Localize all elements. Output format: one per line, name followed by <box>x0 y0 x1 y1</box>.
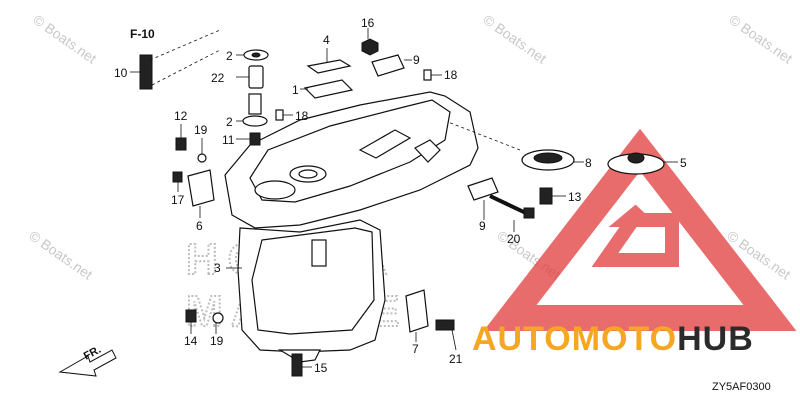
boats-watermark-3: © Boats.net <box>726 11 795 66</box>
callout-1: 1 <box>292 83 299 97</box>
svg-text:AUTOMOTOHUB: AUTOMOTOHUB <box>472 320 754 358</box>
part-20-bolt <box>489 194 535 232</box>
callout-5: 5 <box>680 156 687 170</box>
part-1-plate <box>300 79 354 99</box>
boats-watermark-1: © Boats.net <box>30 11 99 66</box>
callout-14: 14 <box>184 334 198 348</box>
callout-22: 22 <box>211 71 225 85</box>
front-arrow: FR. <box>58 344 117 377</box>
reference-f10: F-10 <box>130 27 155 41</box>
gear-case-housing <box>224 91 479 363</box>
part-8-trim-ring <box>447 121 584 171</box>
part-22-spacer <box>236 65 264 89</box>
callout-16: 16 <box>361 16 375 30</box>
part-9-block-top <box>371 54 412 77</box>
callout-13: 13 <box>568 190 582 204</box>
callout-18a: 18 <box>444 68 458 82</box>
part-4-gasket <box>306 48 352 74</box>
part-12-bolt <box>175 124 187 151</box>
part-19-washer-lower <box>212 312 224 334</box>
brand-hub: HUB <box>677 320 754 358</box>
part-5-cap <box>607 152 678 175</box>
part-2-sleeve <box>236 93 268 127</box>
part-21-bolt <box>435 319 457 351</box>
callout-7: 7 <box>412 342 419 356</box>
callout-20: 20 <box>507 232 521 246</box>
callout-18b: 18 <box>295 109 309 123</box>
callout-12: 12 <box>174 109 188 123</box>
part-11-bolt <box>236 132 261 146</box>
callout-2a: 2 <box>226 49 233 63</box>
callout-6: 6 <box>196 219 203 233</box>
part-13-grease-nipple <box>539 187 566 205</box>
callout-11: 11 <box>222 133 235 147</box>
part-9-block-lower <box>467 177 499 220</box>
boats-watermark-4: © Boats.net <box>26 227 95 282</box>
boats-watermark-2: © Boats.net <box>480 11 549 66</box>
part-17-anode-nut <box>172 171 183 192</box>
callout-10: 10 <box>114 66 128 80</box>
automotohub-logo: AUTOMOTOHUB <box>472 320 754 358</box>
triangle-logo <box>483 128 797 331</box>
part-16-nut <box>361 28 379 56</box>
callout-labels: 2 22 2 11 10 4 1 16 9 18 18 12 19 17 6 8… <box>114 16 687 375</box>
callout-19b: 19 <box>210 334 224 348</box>
brand-auto: AUTO <box>472 320 572 358</box>
part-7-anode <box>405 289 429 342</box>
part-14-plug <box>185 309 197 334</box>
callout-15: 15 <box>314 361 328 375</box>
part-6-anode-plate <box>187 169 215 218</box>
callout-17: 17 <box>171 193 185 207</box>
callout-9a: 9 <box>413 53 420 67</box>
part-19-washer-top <box>197 138 207 163</box>
callout-9b: 9 <box>479 219 486 233</box>
part-10-fitting <box>130 29 221 90</box>
callout-8: 8 <box>585 156 592 170</box>
callout-2b: 2 <box>226 115 233 129</box>
callout-19a: 19 <box>194 123 208 137</box>
brand-moto: MOTO <box>572 320 677 358</box>
diagram-code: ZY5AF0300 <box>712 381 771 393</box>
callout-4: 4 <box>323 33 330 47</box>
part-18-pin-mid <box>275 109 293 121</box>
part-2-washer-top <box>236 49 269 61</box>
callout-3: 3 <box>214 261 221 275</box>
part-18-pin-top <box>423 69 442 81</box>
part-15-drain-plug <box>291 353 312 377</box>
callout-21: 21 <box>449 352 463 366</box>
